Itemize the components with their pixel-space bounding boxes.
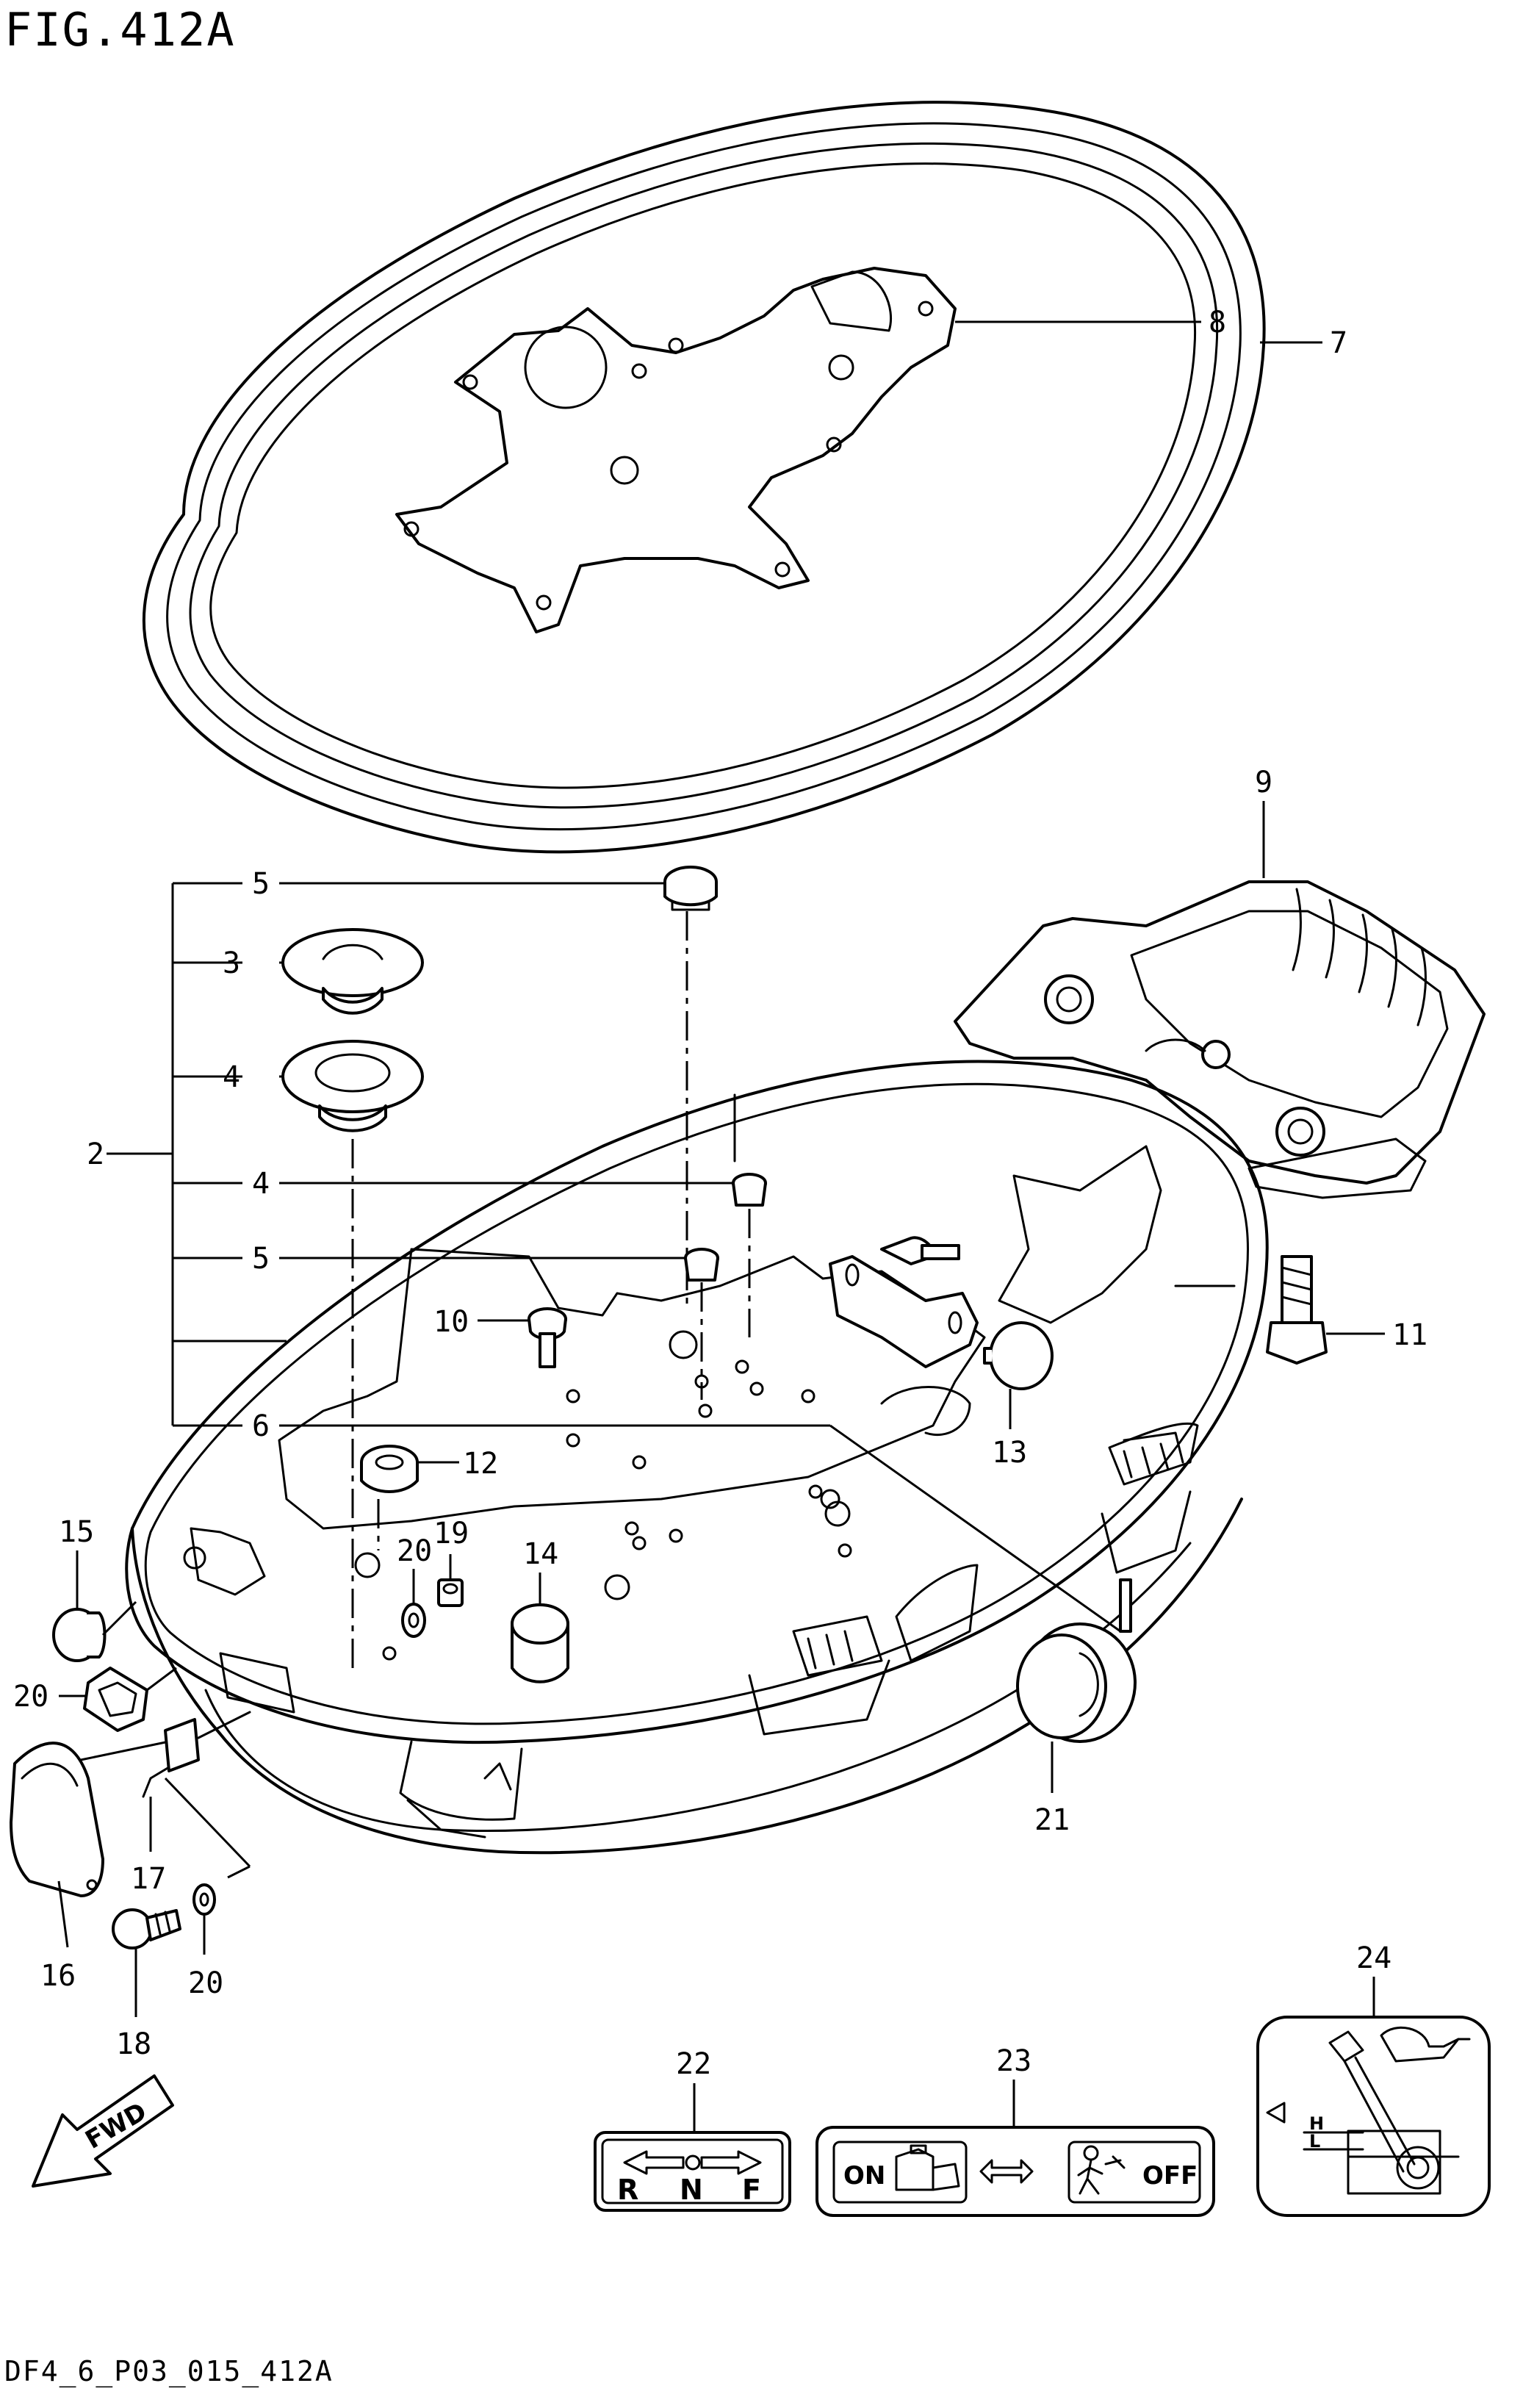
screw-part-18	[112, 1908, 181, 2017]
plug-part-4-a	[732, 1173, 767, 1337]
callout-14: 14	[523, 1537, 558, 1571]
cap-part-5	[663, 866, 718, 1308]
callout-20b: 20	[188, 1966, 223, 2000]
link-rod-part-17	[79, 1711, 251, 1879]
gear-shift-label-part-23: R N F	[594, 2083, 791, 2212]
callout-23: 22	[676, 2047, 711, 2081]
oil-level-label-part-25: H L	[1256, 1977, 1491, 2217]
callout-17: 17	[131, 1862, 166, 1896]
clip-part-21	[59, 1667, 177, 1732]
gear-n: N	[680, 2174, 703, 2206]
oil-l: L	[1309, 2131, 1320, 2152]
callout-24: 23	[996, 2044, 1031, 2078]
washer-part-20-b	[192, 1883, 216, 1955]
callout-4b: 5	[252, 1242, 270, 1276]
callout-13: 13	[992, 1436, 1027, 1470]
seal-ring-part-7	[142, 101, 1266, 854]
callout-25: 24	[1356, 1941, 1391, 1975]
bracket-part-13	[829, 1236, 1054, 1429]
callout-6: 6	[252, 1409, 270, 1443]
gasket-plate-part-8	[395, 267, 1201, 633]
callout-7: 7	[1330, 326, 1347, 360]
stop-switch-label-part-24: ON OFF	[815, 2080, 1215, 2217]
leader-6	[829, 1424, 1121, 1633]
gear-f: F	[742, 2174, 761, 2206]
plug-part-4-b	[684, 1248, 719, 1400]
callout-15: 15	[59, 1515, 94, 1549]
gear-r: R	[617, 2174, 638, 2206]
callout-4a: 4	[252, 1167, 270, 1201]
nut-part-19	[437, 1554, 464, 1607]
oil-h: H	[1309, 2113, 1324, 2134]
figure-title: FIG.412A	[4, 3, 236, 57]
callout-bracket-1	[107, 882, 830, 1427]
callout-12: 12	[463, 1447, 498, 1481]
callout-20a: 20	[397, 1534, 432, 1568]
grommet-part-2	[281, 928, 424, 1015]
callout-1: 2	[87, 1137, 104, 1171]
callout-19: 19	[433, 1517, 469, 1550]
grommet-part-12	[360, 1445, 459, 1550]
figure-footer-code: DF4_6_P03_015_412A	[4, 2355, 334, 2387]
callout-22: 21	[1034, 1803, 1070, 1837]
grommet-part-3	[281, 1040, 424, 1668]
handle-part-9	[954, 801, 1486, 1199]
callout-11: 11	[1392, 1318, 1427, 1352]
callout-2: 3	[223, 946, 240, 980]
callout-9: 9	[1255, 766, 1272, 799]
callout-10: 10	[433, 1305, 469, 1339]
callout-16: 16	[40, 1959, 76, 1993]
stop-on: ON	[843, 2161, 885, 2190]
callout-21: 20	[13, 1680, 48, 1714]
callout-8: 8	[1209, 306, 1226, 339]
callout-5: 5	[252, 867, 270, 901]
callout-18: 18	[116, 2027, 151, 2061]
callout-3: 4	[223, 1060, 240, 1094]
stop-off: OFF	[1142, 2161, 1198, 2190]
grommet-part-22	[1016, 1622, 1137, 1793]
lower-cover-part-1	[125, 1060, 1269, 1855]
bolt-part-10	[478, 1307, 567, 1368]
pin-part-6	[1119, 1578, 1132, 1633]
panel-part-16	[10, 1742, 104, 1948]
bolt-part-11	[1266, 1255, 1385, 1365]
fwd-arrow: FWD	[32, 2074, 174, 2188]
plug-part-15	[52, 1550, 137, 1662]
sleeve-part-14	[511, 1573, 569, 1683]
washer-part-20-a	[401, 1569, 426, 1638]
